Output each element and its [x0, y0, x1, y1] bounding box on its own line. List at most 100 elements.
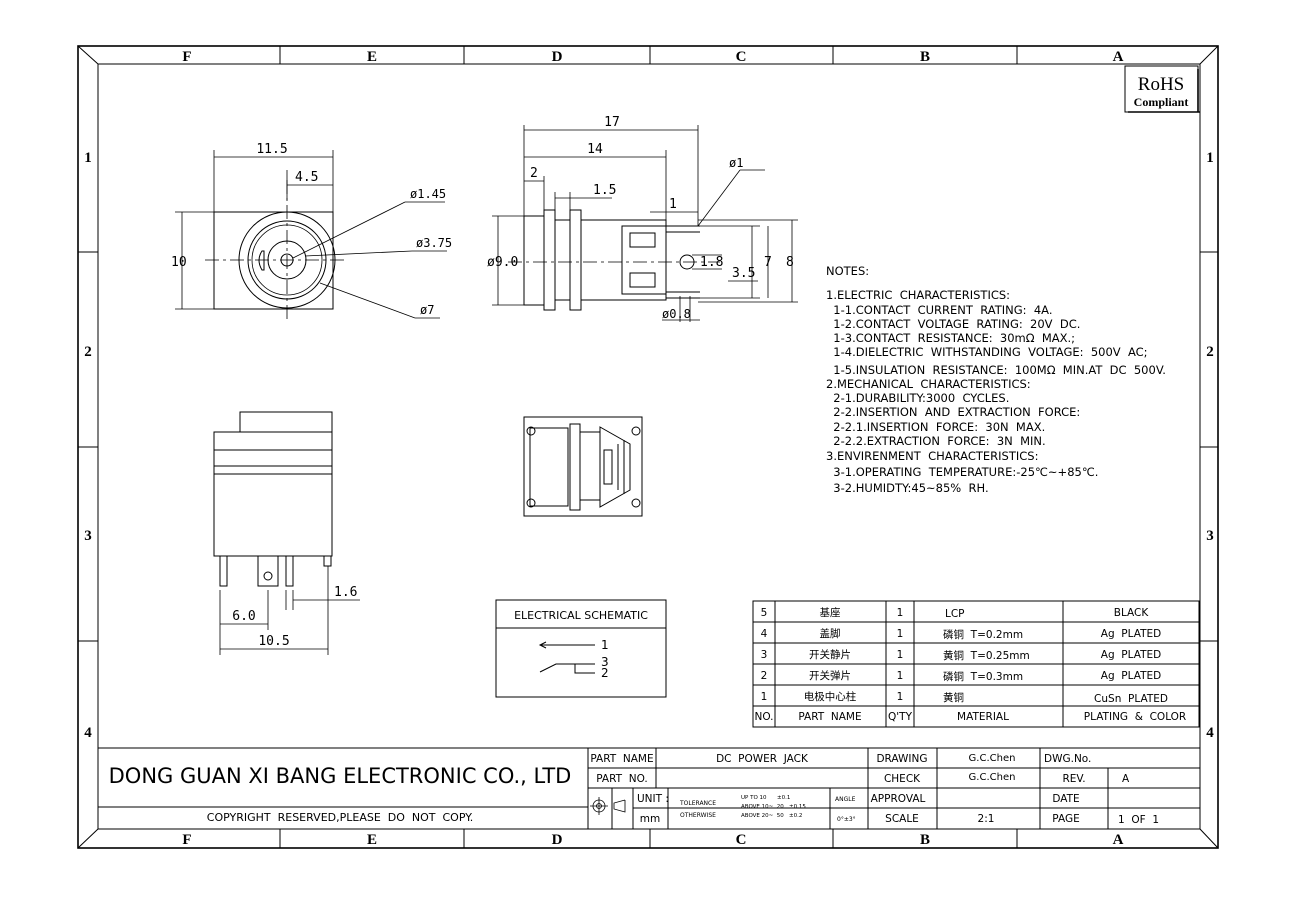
- bom-material: 黄铜: [943, 691, 964, 704]
- bom-no: 1: [761, 691, 768, 703]
- bom-plating: BLACK: [1114, 607, 1150, 619]
- row-label: 2: [1206, 344, 1214, 360]
- bom-material: LCP: [945, 608, 965, 620]
- bom-row: 1 电极中心柱 1 黄铜 CuSn PLATED: [761, 690, 1168, 705]
- bom-row: 2 开关弹片 1 磷铜 T=0.3mm Ag PLATED: [761, 669, 1162, 683]
- note-line: NOTES:: [826, 264, 869, 278]
- dim-side-d9: ø9.0: [487, 255, 518, 270]
- dim-side-d1: ø1: [729, 156, 743, 170]
- bom-header-material: MATERIAL: [957, 711, 1009, 723]
- otherwise-label: OTHERWISE: [680, 812, 716, 819]
- electrical-schematic: ELECTRICAL SCHEMATIC 1 3 2: [495, 599, 667, 698]
- rev-value: A: [1122, 773, 1130, 785]
- unit-value: mm: [640, 813, 660, 825]
- col-label: F: [182, 832, 191, 848]
- note-line: 2-2.INSERTION AND EXTRACTION FORCE:: [826, 405, 1080, 419]
- col-label: A: [1113, 832, 1124, 848]
- row-labels: 1 2 3 4 1 2 3 4: [84, 150, 1214, 741]
- row-label: 3: [84, 528, 92, 544]
- bom-header-plating: PLATING & COLOR: [1084, 711, 1186, 723]
- col-label: C: [736, 832, 747, 848]
- bom-qty: 1: [897, 670, 904, 682]
- note-line: 1-2.CONTACT VOLTAGE RATING: 20V DC.: [826, 317, 1080, 331]
- dim-side-35: 3.5: [732, 266, 755, 281]
- bom-no: 4: [761, 628, 768, 640]
- bom-no: 3: [761, 649, 768, 661]
- bom-part: 开关弹片: [809, 669, 851, 682]
- part-name-value: DC POWER JACK: [716, 753, 809, 765]
- copyright-note: COPYRIGHT RESERVED,PLEASE DO NOT COPY.: [207, 811, 473, 824]
- note-line: 1-5.INSULATION RESISTANCE: 100MΩ MIN.AT …: [826, 363, 1166, 377]
- scale-value: 2:1: [978, 813, 995, 825]
- dim-side-d08: ø0.8: [662, 307, 691, 321]
- scale-label: SCALE: [885, 813, 919, 825]
- note-line: 2-1.DURABILITY:3000 CYCLES.: [826, 391, 1009, 405]
- bom-plating: Ag PLATED: [1101, 628, 1161, 640]
- note-line: 3-2.HUMIDTY:45~85% RH.: [826, 481, 989, 495]
- company-name: DONG GUAN XI BANG ELECTRONIC CO., LTD: [109, 764, 572, 788]
- col-label: E: [367, 49, 377, 65]
- dim-side-18: 1.8: [700, 255, 723, 270]
- tol-row-3: ABOVE 20~ 50 ±0.2: [741, 813, 802, 819]
- bom-qty: 1: [897, 628, 904, 640]
- note-line: 3-1.OPERATING TEMPERATURE:-25℃~+85℃.: [826, 465, 1098, 479]
- note-line: 3.ENVIRENMENT CHARACTERISTICS:: [826, 449, 1038, 463]
- note-line: 2-2.2.EXTRACTION FORCE: 3N MIN.: [826, 434, 1046, 448]
- dim-d375: ø3.75: [416, 236, 452, 250]
- bom-plating: Ag PLATED: [1101, 649, 1161, 661]
- note-line: 1-4.DIELECTRIC WITHSTANDING VOLTAGE: 500…: [826, 345, 1148, 359]
- dwgno-label: DWG.No.: [1044, 753, 1091, 765]
- dim-front-offset: 4.5: [295, 170, 318, 185]
- row-label: 1: [84, 150, 92, 166]
- bom-no: 5: [761, 607, 768, 619]
- bom-plating: CuSn PLATED: [1094, 693, 1168, 705]
- tol-row-1: UP TO 10 ±0.1: [741, 795, 790, 801]
- dim-front-height: 10: [171, 255, 187, 270]
- schematic-pin-1: 1: [601, 638, 609, 652]
- row-label: 4: [84, 725, 92, 741]
- dim-d145: ø1.45: [410, 187, 446, 201]
- col-label: B: [920, 49, 930, 65]
- note-line: 1.ELECTRIC CHARACTERISTICS:: [826, 288, 1010, 302]
- part-name-label: PART NAME: [590, 753, 653, 765]
- bom-header-no: NO.: [754, 711, 773, 723]
- row-label: 1: [1206, 150, 1214, 166]
- rohs-subtitle: Compliant: [1134, 95, 1189, 109]
- side-view: 17 14 2 1.5 1 ø1 ø9.0 1.8 3.5 7 8: [487, 115, 798, 322]
- bom-header: NO. PART NAME Q'TY MATERIAL PLATING & CO…: [754, 711, 1186, 723]
- col-label: E: [367, 832, 377, 848]
- page-label: PAGE: [1052, 813, 1079, 825]
- rear-view: [523, 416, 643, 517]
- bom-row: 3 开关静片 1 黄铜 T=0.25mm Ag PLATED: [761, 648, 1162, 662]
- bottom-view: 1.6 6.0 10.5: [213, 411, 360, 655]
- schematic-pin-2: 2: [601, 666, 609, 680]
- title-block: DONG GUAN XI BANG ELECTRONIC CO., LTD CO…: [98, 747, 1200, 829]
- dim-bottom-16: 1.6: [334, 585, 357, 600]
- dim-front-width: 11.5: [256, 142, 287, 157]
- note-line: 1-3.CONTACT RESISTANCE: 30mΩ MAX.;: [826, 331, 1075, 345]
- rev-label: REV.: [1062, 773, 1085, 785]
- schematic-pin-3: 3: [601, 655, 609, 669]
- col-label: F: [182, 49, 191, 65]
- bom-header-qty: Q'TY: [888, 711, 913, 723]
- sheet-frame: [77, 45, 1219, 849]
- col-label: D: [552, 49, 563, 65]
- row-label: 3: [1206, 528, 1214, 544]
- rohs-badge: RoHS Compliant: [1124, 65, 1200, 113]
- bom-row: 4 盖脚 1 磷铜 T=0.2mm Ag PLATED: [761, 627, 1162, 641]
- bom-part: 电极中心柱: [804, 690, 857, 703]
- bom-part: 基座: [820, 606, 841, 619]
- col-label: B: [920, 832, 930, 848]
- approval-label: APPROVAL: [871, 793, 926, 805]
- dim-side-14: 14: [587, 142, 603, 157]
- drawing-label: DRAWING: [876, 753, 927, 765]
- check-value: G.C.Chen: [969, 772, 1016, 783]
- projection-symbol-icon: [590, 797, 626, 815]
- drawing-value: G.C.Chen: [969, 753, 1016, 764]
- check-label: CHECK: [884, 773, 921, 785]
- bom-material: 磷铜 T=0.3mm: [943, 670, 1023, 683]
- bom-material: 黄铜 T=0.25mm: [943, 649, 1030, 662]
- dim-side-8: 8: [786, 255, 794, 270]
- bom-plating: Ag PLATED: [1101, 670, 1161, 682]
